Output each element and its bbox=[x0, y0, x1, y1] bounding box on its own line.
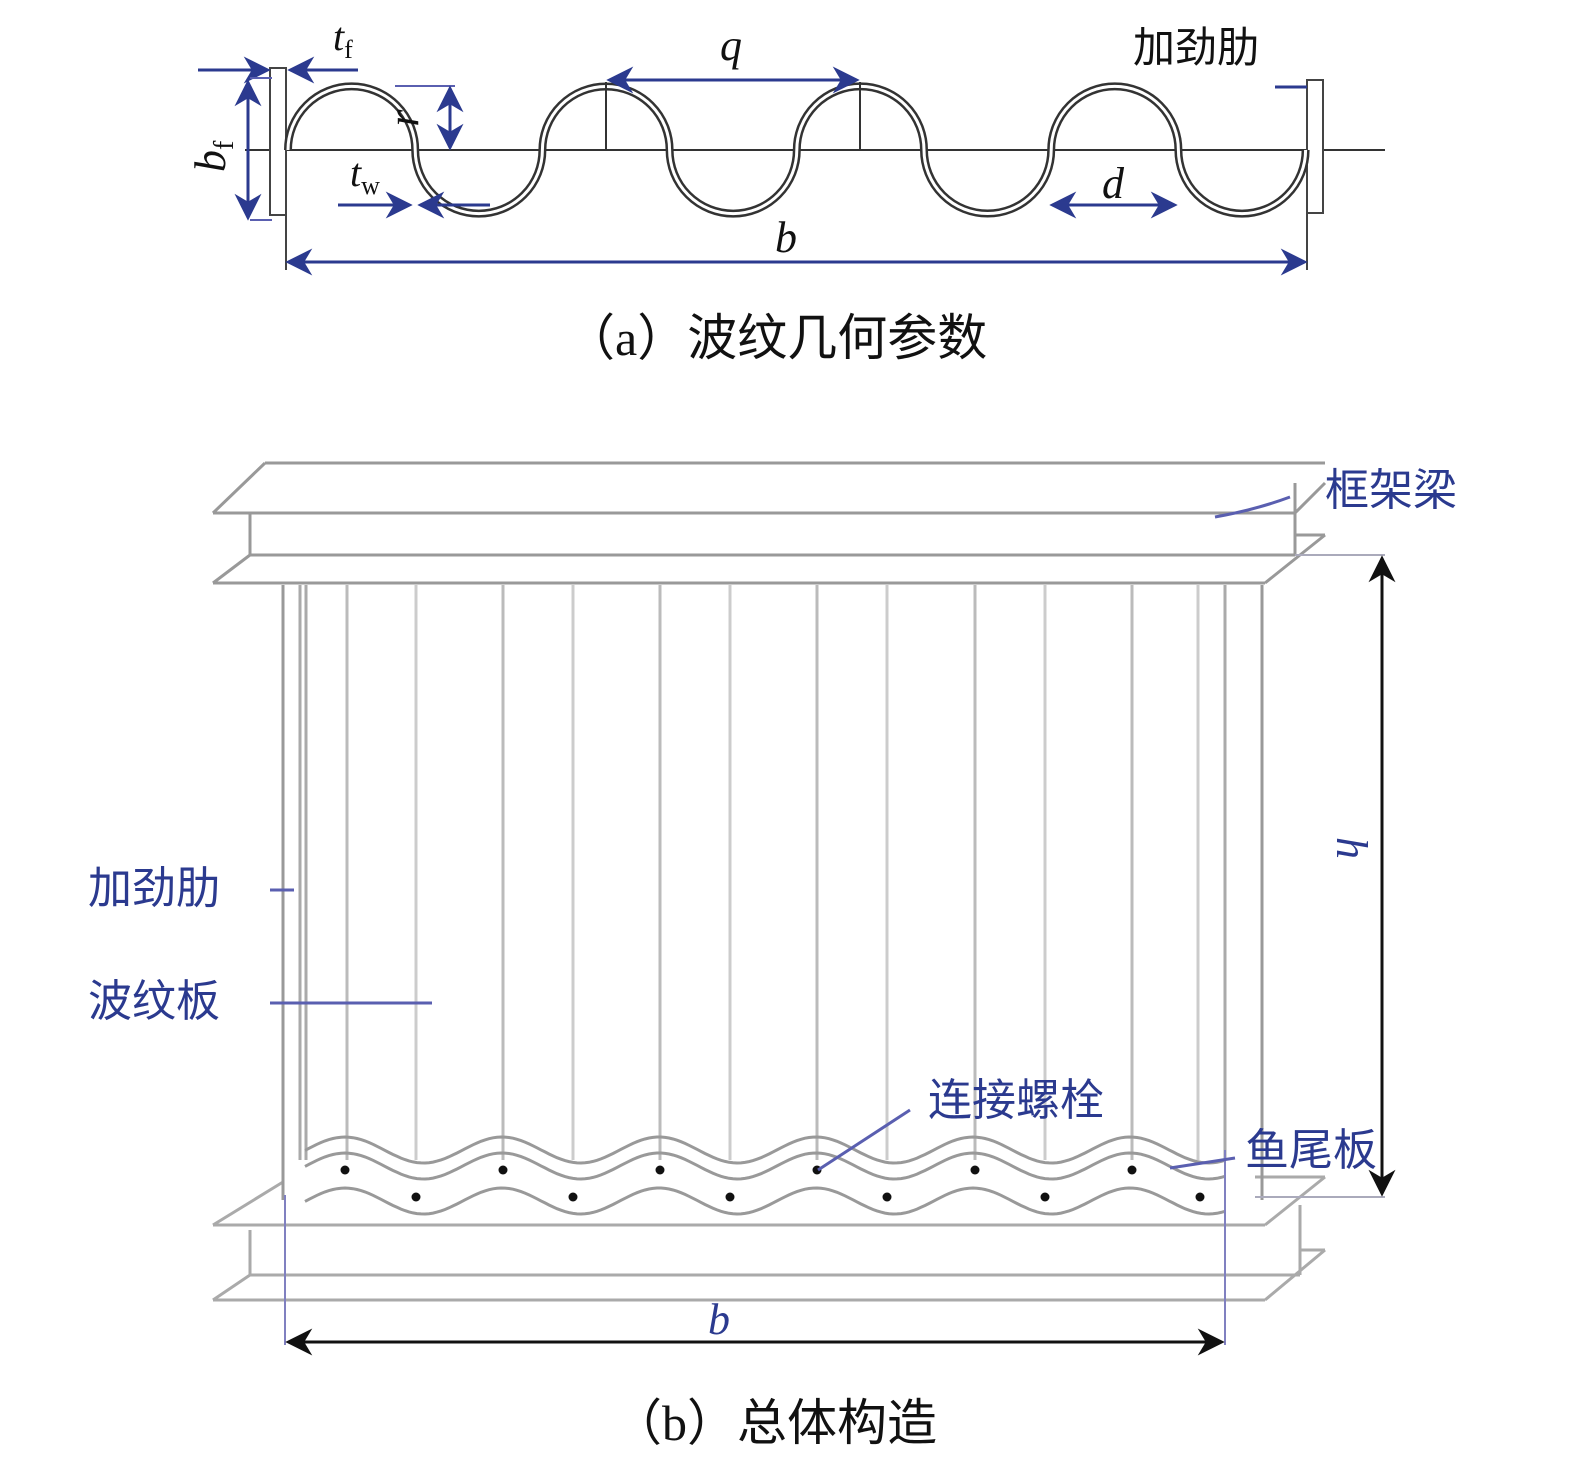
panel-a-geometry: tf bf r tw q d b 加劲肋 （a）波纹几何参数 bbox=[186, 14, 1385, 366]
label-b-a: b bbox=[775, 213, 797, 262]
bolt bbox=[1127, 1165, 1137, 1175]
bolt bbox=[725, 1192, 735, 1202]
label-tw: tw bbox=[350, 150, 380, 200]
label-bolts: 连接螺栓 bbox=[928, 1075, 1104, 1126]
corrugated-plate-fold-lines bbox=[281, 585, 1264, 1200]
bolt bbox=[1040, 1192, 1050, 1202]
caption-a: （a）波纹几何参数 bbox=[565, 310, 987, 366]
label-stiffener-b: 加劲肋 bbox=[88, 863, 220, 914]
top-frame-beam bbox=[211, 461, 1327, 585]
panel-b-assembly: b h 框架梁 加劲肋 波纹板 连接螺栓 鱼尾板 （b）总体构造 bbox=[88, 461, 1457, 1451]
label-d: d bbox=[1102, 159, 1125, 208]
bolt bbox=[340, 1165, 350, 1175]
left-stiffener-plate bbox=[269, 67, 287, 216]
bolt bbox=[1195, 1192, 1205, 1202]
fishplate-leader bbox=[1169, 1156, 1236, 1170]
fishplate bbox=[304, 1135, 1226, 1216]
label-corrugated-plate: 波纹板 bbox=[88, 976, 220, 1027]
label-bf: bf bbox=[186, 140, 240, 172]
label-stiffener-a: 加劲肋 bbox=[1133, 23, 1259, 72]
bolt bbox=[655, 1165, 665, 1175]
bolt bbox=[498, 1165, 508, 1175]
caption-b: （b）总体构造 bbox=[612, 1395, 937, 1451]
frame-beam-leader bbox=[1214, 495, 1291, 519]
bolt bbox=[568, 1192, 578, 1202]
label-tf: tf bbox=[333, 14, 353, 64]
bolt bbox=[970, 1165, 980, 1175]
label-q: q bbox=[720, 21, 742, 70]
fishplate-inner-edge bbox=[304, 1151, 1226, 1181]
fishplate-bottom-edge bbox=[304, 1186, 1226, 1216]
bolt bbox=[411, 1192, 421, 1202]
fishplate-top-edge bbox=[304, 1135, 1226, 1165]
right-stiffener-plate bbox=[1306, 79, 1324, 214]
label-frame-beam: 框架梁 bbox=[1325, 465, 1457, 516]
label-b-b: b bbox=[708, 1295, 730, 1344]
bottom-frame-beam bbox=[212, 1175, 1326, 1302]
label-h: h bbox=[1327, 837, 1376, 859]
connection-bolts bbox=[340, 1165, 1205, 1202]
bolts-leader bbox=[817, 1108, 911, 1172]
label-r: r bbox=[379, 109, 428, 127]
label-fishplate: 鱼尾板 bbox=[1245, 1125, 1377, 1176]
bolt bbox=[882, 1192, 892, 1202]
